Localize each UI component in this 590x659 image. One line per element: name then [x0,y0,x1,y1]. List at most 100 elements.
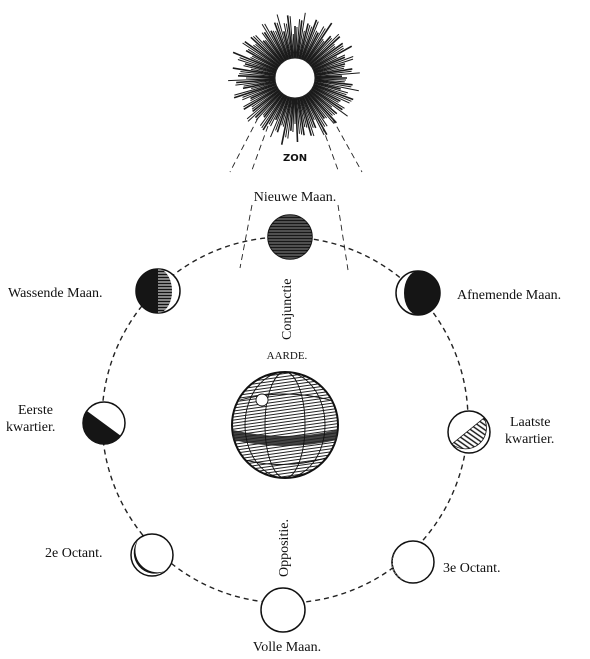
sun-ray [275,30,289,62]
sun-ray [282,95,292,127]
sun-ray [296,20,303,61]
sun-ray [304,92,326,119]
sun-ray [311,54,346,71]
sun-ray [263,91,285,118]
sun-ray [311,83,354,101]
sun-ray [270,94,289,138]
sun-ray [239,57,279,73]
third-octant-moon-icon [391,540,435,584]
first-quarter-moon-icon [82,401,126,445]
sun-ray [276,14,291,61]
sun-ray [303,93,326,127]
sun-ray [242,83,279,98]
label-laatste-kwartier-1: Laatste [510,415,550,430]
earth-label: AARDE. [267,350,308,362]
sun-ray [263,31,286,64]
full-moon-icon [260,587,306,633]
sun-ray [292,95,295,133]
sun-ray [308,88,333,108]
sun-ray [285,95,293,138]
sun-ray [250,68,278,75]
waxing-crescent-moon-icon [135,268,181,314]
sun-ray [243,80,278,87]
sun-ray [308,89,338,115]
sun-ray [281,95,291,126]
sun-ray [299,95,313,136]
sun-ray [247,89,283,122]
sun-ray [298,23,309,61]
sun-ray [239,73,278,78]
sun-ray [255,35,284,66]
new-moon-icon [267,214,313,260]
sun-ray [310,86,339,103]
sun-ray [311,84,352,102]
sun-ray [311,85,350,104]
sun-ray [310,56,338,71]
sun-ray [276,22,290,62]
sun-ray [301,21,319,62]
sun-ray [312,82,349,94]
label-eerste-kwartier-1: Eerste [18,403,53,418]
sun-ray [307,89,336,116]
sun-ray [237,75,278,79]
waning-crescent-moon-icon [395,270,441,316]
sun-ray [253,44,282,68]
sun-ray [302,93,325,136]
sun-ray [306,91,335,124]
sun-icon [228,12,360,145]
sun-ray [311,58,354,73]
sun-ray [250,36,283,67]
sun-ray [312,81,341,90]
sun-ray [297,95,305,136]
sun-ray [255,90,284,121]
sun-ray [305,91,327,119]
sun-ray [244,40,281,69]
sun-ray [273,22,290,62]
sun-ray [270,30,288,63]
sun-ray [309,42,344,69]
sun-ray [307,90,333,116]
sun-ray [304,92,328,127]
sun-ray [261,92,286,129]
conjunction-label: Conjunctie [280,279,295,340]
sun-ray [272,30,288,62]
sun-ray [302,94,315,121]
sun-ray [247,48,280,70]
sun-ray [298,30,305,61]
sun-ray [300,94,314,128]
sun-ray [228,78,278,82]
sun-ray [250,57,279,71]
sun-ray [298,95,308,128]
sun-ray [310,85,341,102]
sun-ray [307,36,341,67]
sun-ray [300,94,315,137]
sun-ray [308,43,335,67]
sun-ray [296,95,303,135]
sun-ray [297,12,306,61]
sun-ray [283,23,292,61]
sun-ray [254,90,283,119]
sun-ray [300,19,318,62]
sun-ray [264,39,285,65]
sun-ray [251,87,281,108]
sun-ray [259,92,285,126]
sun-ray [292,33,295,61]
sun-ray [287,95,294,139]
sun-ray [309,88,348,117]
sun-ray [290,95,295,131]
sun-ray [305,40,325,65]
label-afnemende-maan: Afnemende Maan. [457,288,561,303]
sun-ray-lines [229,117,363,271]
label-3e-octant: 3e Octant. [443,561,501,576]
sun-ray [242,84,279,101]
sun-ray [262,91,284,116]
sun-ray [268,93,287,125]
sun-ray [309,87,343,111]
sun-ray [312,67,345,75]
sun-ray [240,71,278,77]
sun-ray [308,46,336,68]
sun-ray [264,23,287,63]
sun-ray [299,24,311,61]
sun-ray [261,24,287,63]
